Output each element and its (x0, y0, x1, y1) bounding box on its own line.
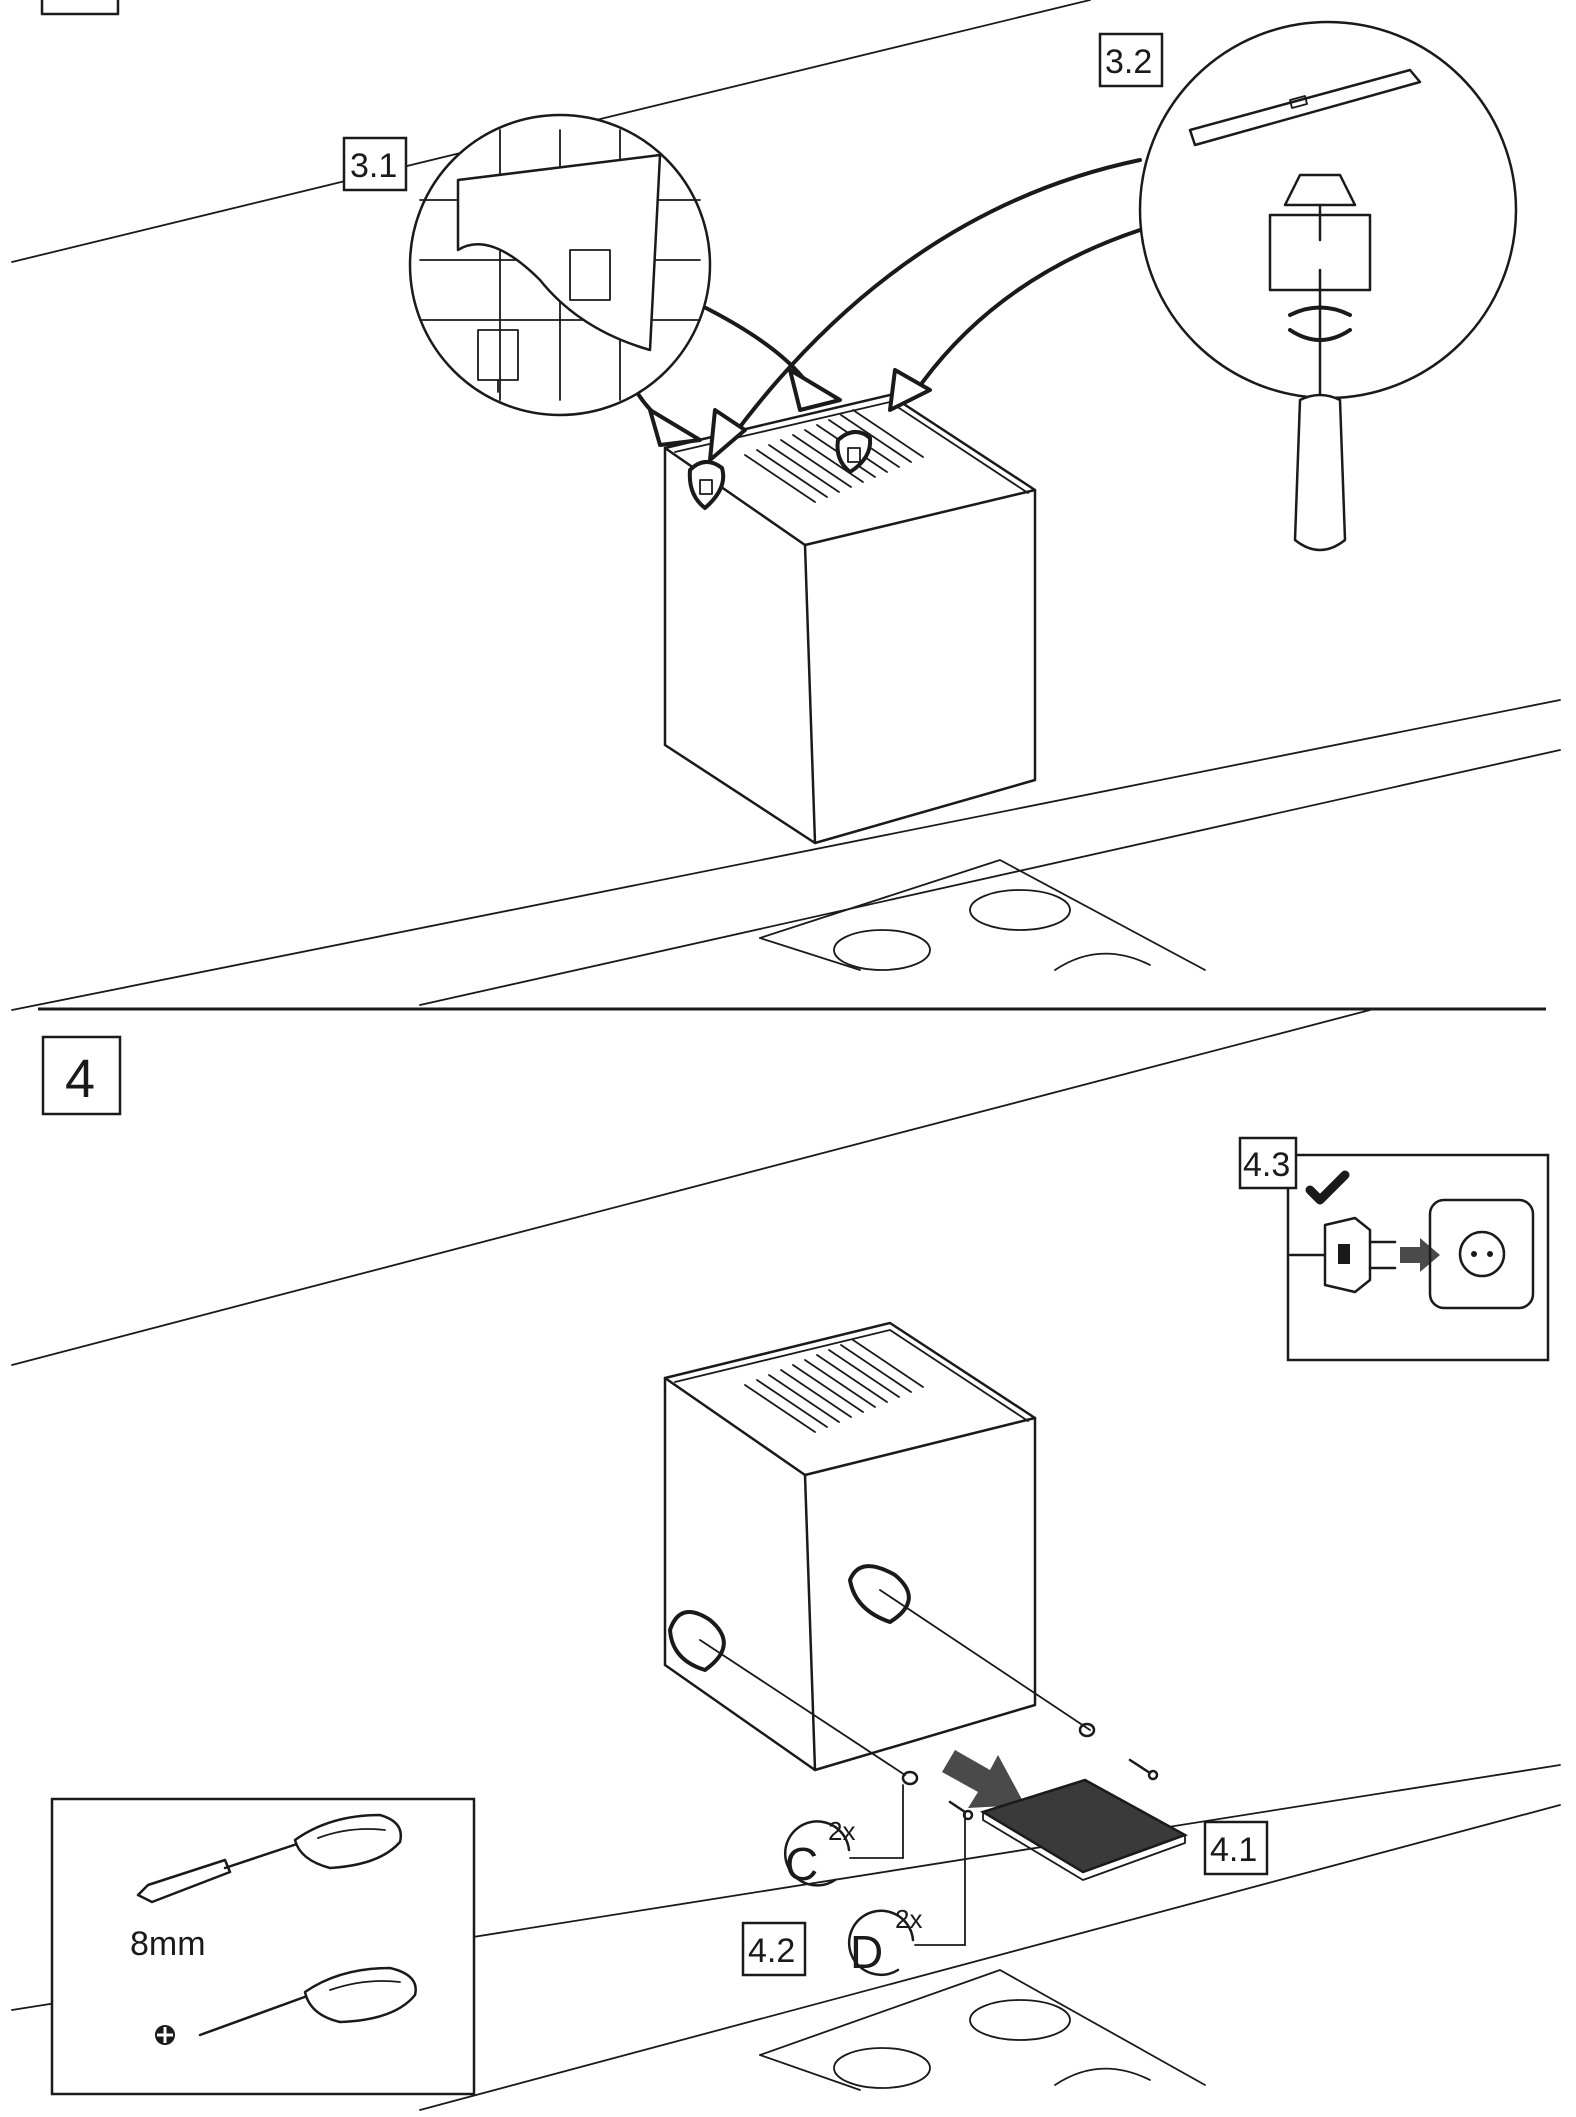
step-4-label: 4 (65, 1049, 95, 1109)
phillips-head-icon (155, 2025, 175, 2045)
step-4-2-tag: 4.2 (741, 1921, 807, 1977)
nut-driver (136, 1813, 403, 1904)
ceiling-line-4 (11, 1009, 1371, 1366)
mount-point-left (687, 460, 726, 510)
unplug-detail: 4.3 (1238, 1136, 1550, 1362)
part-d-letter: D (850, 1926, 883, 1978)
removal-arrow (942, 1750, 1025, 1808)
step-4-3-label: 4.3 (1243, 1146, 1290, 1184)
screwdriver-handle (1293, 393, 1347, 552)
part-c-callout: C 2x (783, 1784, 904, 1890)
rotate-arrows-icon (1288, 328, 1352, 342)
step-3-2-label: 3.2 (1105, 43, 1152, 81)
step-4-1-label: 4.1 (1210, 1831, 1257, 1869)
part-c-quantity: 2x (828, 1816, 855, 1846)
level-tool (1188, 68, 1422, 147)
checkmark-icon (1305, 1170, 1350, 1205)
part-c-letter: C (785, 1838, 818, 1890)
fasteners (901, 1722, 1159, 1821)
vent-slats-top-4 (744, 1339, 924, 1433)
socket-size-label: 8mm (130, 1925, 206, 1963)
mount-point-right (835, 430, 873, 474)
detail-circle-3-1 (408, 113, 712, 417)
cooktop-4 (759, 1969, 1206, 2091)
wall-socket-icon (1428, 1198, 1535, 1310)
grease-filter (979, 1778, 1189, 1881)
step-3-2-tag: 3.2 (1098, 32, 1164, 88)
step-4-tag: 4 (41, 1035, 122, 1116)
step-4-panel: 4 (11, 1009, 1561, 2111)
step-4-2-label: 4.2 (748, 1932, 795, 1970)
screw-point-left (668, 1610, 726, 1672)
screw-point-right (848, 1564, 911, 1624)
part-d-quantity: 2x (895, 1904, 922, 1934)
hood-unit-step3 (663, 393, 1037, 845)
part-d-callout: D 2x (847, 1811, 966, 1978)
step-4-1-tag: 4.1 (1203, 1820, 1269, 1876)
phillips-screwdriver (198, 1966, 417, 2037)
wall-line-top (11, 699, 1561, 1011)
power-plug-icon (1288, 1216, 1397, 1294)
step-3-1-label: 3.1 (350, 147, 397, 185)
tools-box: 8mm (50, 1797, 476, 2096)
step-3-panel: 3.1 3.2 (11, 0, 1561, 1011)
step-3-1-tag: 3.1 (342, 136, 408, 192)
wall-line-bottom (419, 749, 1561, 1006)
wall-line-4-bottom (419, 1804, 1561, 2111)
cooktop (759, 859, 1206, 971)
step-3-box-partial (40, 0, 120, 16)
curved-arrows-step3 (628, 158, 1142, 462)
hood-unit-step4 (663, 1321, 1091, 1776)
detail-circle-3-2 (1138, 20, 1518, 552)
